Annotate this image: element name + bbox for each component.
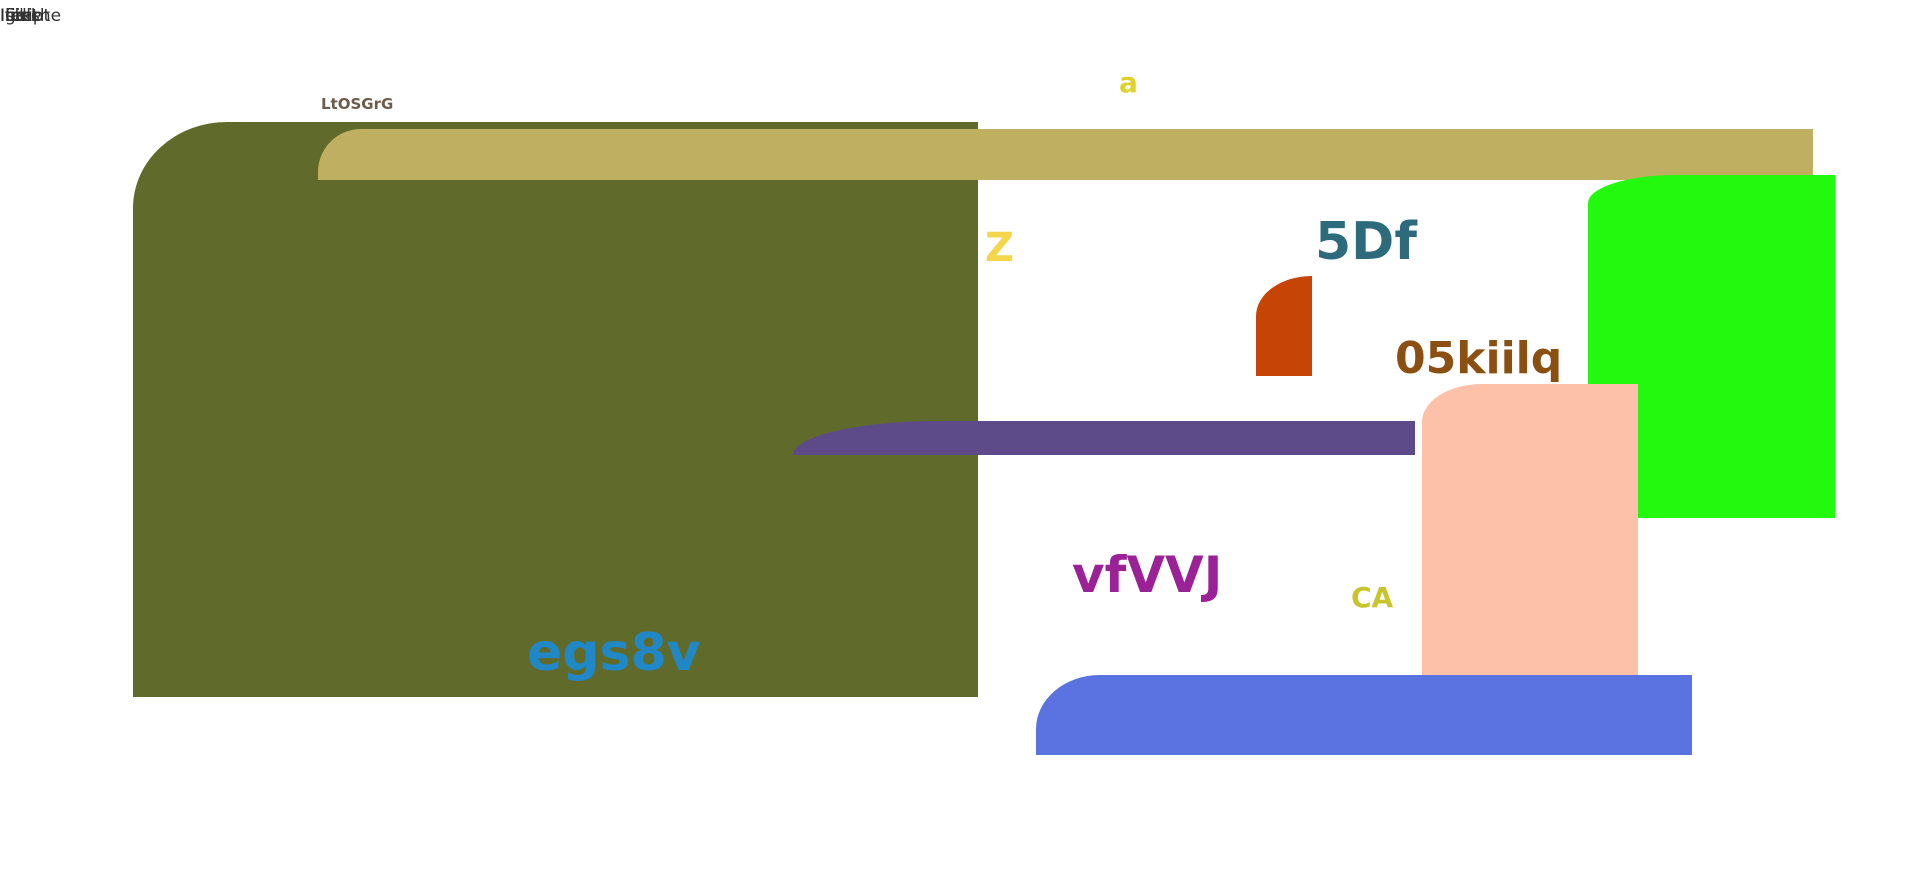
label-ltosgrg: LtOSGrG [321,95,394,113]
label-5df: 5Df [1315,212,1417,272]
label-a: a [1119,66,1138,99]
label-z: Z [985,225,1015,271]
corner-text: Ihieshe [0,6,62,26]
label-05kiilq: 05kiilq [1395,333,1563,384]
khaki-bar [318,129,1813,180]
corner-text: Ifcel [0,6,36,26]
olive-panel [133,122,978,697]
blue-base [1036,675,1692,755]
label-vfvvj: vfVVJ [1072,546,1223,604]
corner-text: Iiilk [0,6,30,26]
corner-text-stack: Is Ib Ifcel Iiilk Ifie Igale Itekt Ihies… [0,8,120,28]
label-ca: CA [1351,581,1394,614]
corner-text: Is [0,6,14,26]
corner-text: Ib [0,6,16,26]
label-egs8v: egs8v [527,623,701,683]
corner-text: Itekt [0,6,39,26]
corner-text: Igale [0,6,42,26]
purple-bar [793,421,1415,455]
orange-tab [1256,276,1312,376]
corner-text: Itcript [0,6,51,26]
peach-block [1422,384,1638,697]
corner-text: Ifie [0,6,27,26]
